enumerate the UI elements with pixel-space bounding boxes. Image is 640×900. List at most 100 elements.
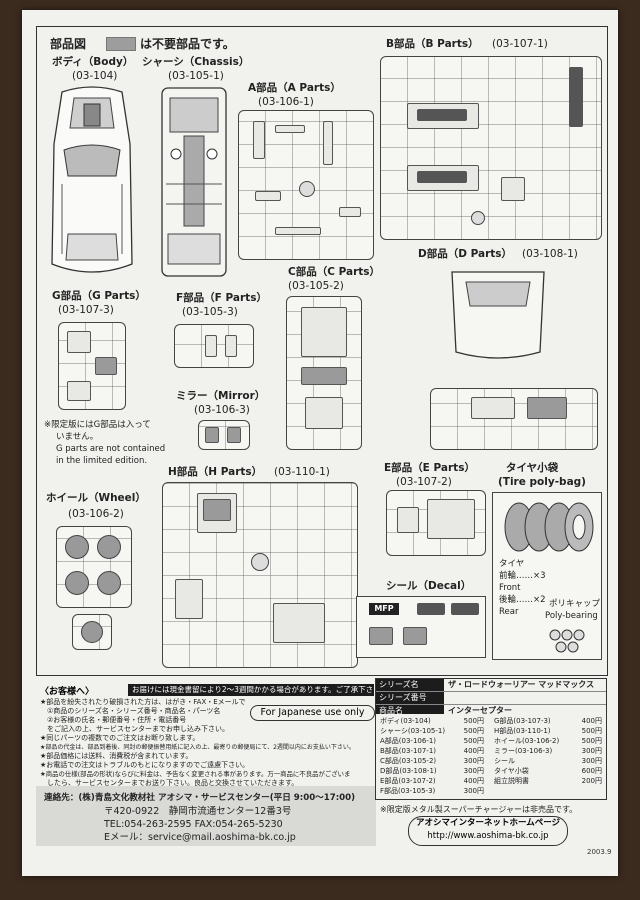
e-part (427, 499, 475, 539)
c-parts-sprue (286, 296, 362, 450)
price-item-name: ミラー(03-106-3) (494, 747, 553, 755)
wheel-sprue (56, 526, 132, 608)
wheel-sprue-small (72, 614, 112, 650)
parts-diagram-frame (36, 26, 608, 676)
b-part (417, 109, 467, 121)
series-number-value (444, 692, 448, 704)
price-item-value: 200円 (581, 777, 602, 785)
price-item-name: F部品(03-105-3) (380, 787, 436, 795)
mirror-sprue (198, 420, 250, 450)
customer-note-line: をご記入の上、サービスセンターまでお申し込み下さい。 (40, 725, 229, 733)
homepage-box[interactable]: アオシマインターネットホームページ http://www.aoshima-bk.… (408, 816, 568, 846)
h-parts-code: (03-110-1) (274, 466, 330, 478)
price-item: D部品(03-108-1) 300円 (380, 766, 484, 776)
body-code: (03-104) (72, 70, 118, 82)
price-item-value: 500円 (581, 727, 602, 735)
contact-box: 連絡先：(株)青島文化教材社 アオシマ・サービスセンター(平日 9:00〜17:… (36, 786, 376, 846)
chassis-code: (03-105-1) (168, 70, 224, 82)
f-part (205, 335, 217, 357)
wheel-part (65, 571, 89, 595)
series-name-value: ザ・ロードウォーリアー マッドマックス (448, 680, 595, 689)
price-item-name: D部品(03-108-1) (380, 767, 437, 775)
f-parts-code: (03-105-3) (182, 306, 238, 318)
contact-line-2: 〒420-0922 静岡市流通センター12番3号 (104, 806, 292, 817)
series-number-key: シリーズ番号 (376, 692, 444, 704)
price-item-value: 400円 (463, 777, 484, 785)
customer-note-line: したら、サービスセンターまでお送り下さい。良品と交換させていただきます。 (40, 779, 299, 787)
tire-info-rear-jp: 後輪……×2 (499, 595, 546, 605)
b-parts-sprue (380, 56, 602, 240)
homepage-url[interactable]: http://www.aoshima-bk.co.jp (427, 831, 549, 841)
price-item: A部品(03-106-1)500円 (380, 736, 484, 746)
g-note-en-2: in the limited edition. (56, 456, 148, 466)
g-parts-label: G部品（G Parts） (52, 290, 146, 302)
contact-line-4: Eメール：service@mail.aoshima-bk.co.jp (104, 832, 296, 843)
a-parts-code: (03-106-1) (258, 96, 314, 108)
price-item-name: C部品(03-105-2) (380, 757, 437, 765)
tire-panel: タイヤ 前輪……×3 Front 後輪……×2 Rear ポリキャップ Poly… (492, 492, 602, 660)
print-date: 2003.9 (587, 848, 612, 856)
f-parts-sprue (174, 324, 254, 368)
h-parts-label: H部品（H Parts） (168, 466, 263, 478)
mirror-label: ミラー（Mirror） (176, 390, 266, 402)
a-part-ring (299, 181, 315, 197)
mirror-code: (03-106-3) (194, 404, 250, 416)
price-item-value: 300円 (581, 747, 602, 755)
customer-note-line: ★同じパーツの複数でのご注文はお断り致します。 (40, 734, 200, 742)
price-item: シャーシ(03-105-1)500円 (380, 726, 484, 736)
decal-label: シール（Decal） (386, 580, 472, 592)
wheel-part (65, 535, 89, 559)
price-item-value: 300円 (463, 787, 484, 795)
homepage-title: アオシマインターネットホームページ (415, 818, 561, 828)
e-part (397, 507, 419, 533)
price-item: G部品(03-107-3)400円 (494, 716, 602, 726)
g-note-jp-1: ※限定版にはG部品は入って (44, 420, 151, 430)
a-parts-sprue (238, 110, 374, 260)
customer-notes-title: 〈お客様へ〉 (40, 687, 95, 697)
price-item: B部品(03-107-1)400円 (380, 746, 484, 756)
e-parts-sprue (386, 490, 486, 556)
f-parts-label: F部品（F Parts） (176, 292, 267, 304)
g-parts-sprue (58, 322, 126, 410)
price-item-name: 組立説明書 (494, 777, 529, 785)
b-part (569, 67, 583, 127)
wheel-label: ホイール（Wheel） (46, 492, 146, 504)
price-item-name: シャーシ(03-105-1) (380, 727, 446, 735)
decal-plate (417, 603, 445, 615)
price-item-value: 300円 (581, 757, 602, 765)
tire-info-front-en: Front (499, 583, 521, 593)
contact-line-1: 連絡先：(株)青島文化教材社 アオシマ・サービスセンター(平日 9:00〜17:… (44, 793, 356, 803)
c-parts-code: (03-105-2) (288, 280, 344, 292)
body-label: ボディ（Body） (52, 56, 134, 68)
unused-parts-swatch (106, 37, 136, 51)
g-part (67, 331, 91, 353)
mirror-part (205, 427, 219, 443)
parts-price-list: ボディ(03-104)500円 シャーシ(03-105-1)500円 A部品(0… (375, 714, 607, 800)
g-part (95, 357, 117, 375)
h-part (175, 579, 203, 619)
d-parts-code: (03-108-1) (522, 248, 578, 260)
product-name-value: インターセプター (448, 706, 512, 715)
d-part (471, 397, 515, 419)
decal-item (369, 627, 393, 645)
g-note-en-1: G parts are not contained (56, 444, 166, 454)
price-item-value: 300円 (463, 767, 484, 775)
series-name-row: シリーズ名 ザ・ロードウォーリアー マッドマックス (376, 679, 606, 692)
tire-info-rear-en: Rear (499, 607, 519, 617)
b-part-ring (471, 211, 485, 225)
f-part (225, 335, 237, 357)
wheel-part (97, 571, 121, 595)
contact-line-3: TEL:054-263-2595 FAX:054-265-5230 (104, 819, 283, 830)
price-item: F部品(03-105-3) 300円 (380, 786, 484, 796)
a-part (255, 191, 281, 201)
price-item: ボディ(03-104)500円 (380, 716, 484, 726)
chassis-label: シャーシ（Chassis） (142, 56, 250, 68)
price-item: H部品(03-110-1) 500円 (494, 726, 602, 736)
price-item-name: H部品(03-110-1) (494, 727, 551, 735)
b-parts-label: B部品（B Parts） (386, 38, 479, 50)
series-number-row: シリーズ番号 (376, 692, 606, 705)
h-part-ring (251, 553, 269, 571)
customer-note-line: ★部品を紛失されたり破損された方は、はがき・FAX・Eメールで (40, 698, 246, 706)
